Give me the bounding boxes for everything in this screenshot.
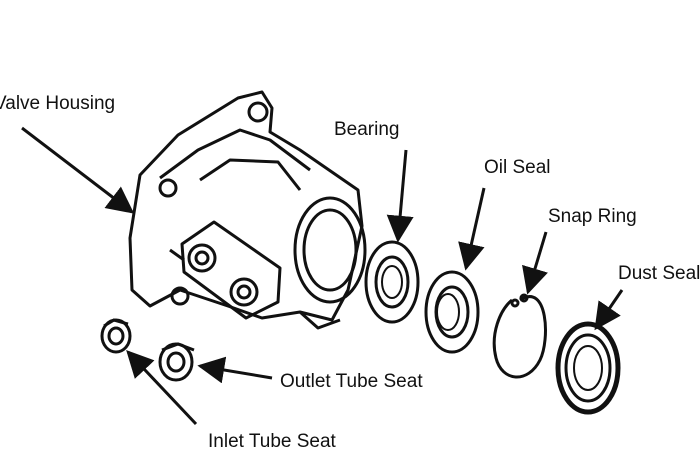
dust-seal-label: Dust Seal bbox=[618, 263, 700, 284]
bearing-leader bbox=[386, 149, 414, 243]
outlet-tube-seat-label: Outlet Tube Seat bbox=[280, 371, 423, 392]
snap-ring-leader bbox=[522, 231, 548, 295]
valve-housing-part bbox=[128, 90, 367, 330]
oil-seal-leader bbox=[458, 187, 486, 271]
bearing-part bbox=[364, 240, 420, 324]
oil-seal-label: Oil Seal bbox=[484, 157, 551, 178]
valve-housing-label: Valve Housing bbox=[0, 93, 116, 114]
bearing-label: Bearing bbox=[334, 119, 400, 140]
oil-seal-part bbox=[424, 270, 480, 354]
dust-seal-part bbox=[555, 321, 621, 415]
snap-ring-part bbox=[492, 293, 547, 379]
snap-ring-label: Snap Ring bbox=[548, 206, 637, 227]
valve-housing-leader bbox=[21, 126, 135, 214]
inlet-tube-seat-label: Inlet Tube Seat bbox=[208, 431, 336, 452]
outlet-tube-seat-leader bbox=[197, 356, 273, 384]
dust-seal-leader bbox=[594, 289, 624, 331]
inlet-tube-seat-leader bbox=[126, 350, 198, 426]
inlet-tube-seat-part bbox=[100, 318, 132, 354]
outlet-tube-seat-part bbox=[158, 342, 195, 382]
